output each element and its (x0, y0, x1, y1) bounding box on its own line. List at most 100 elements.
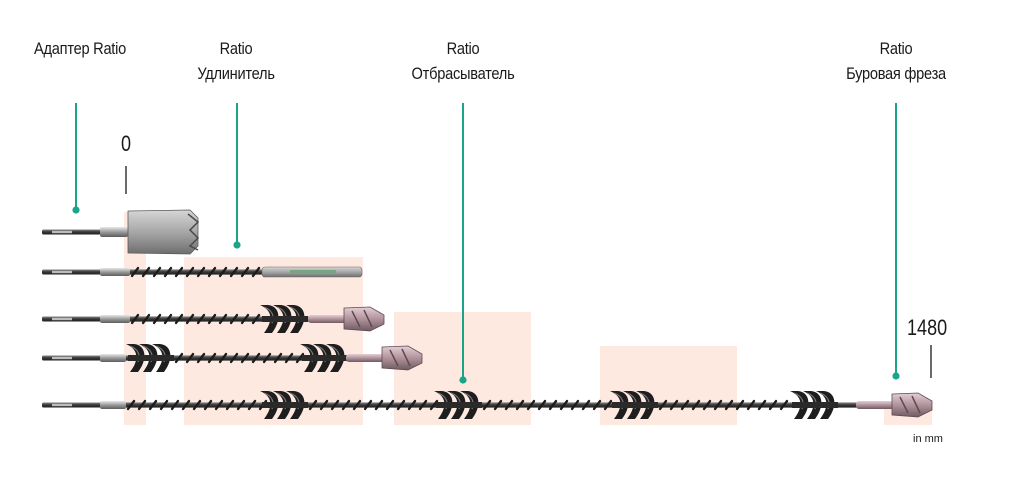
label-drill-line1: Ratio (879, 39, 913, 58)
spiral-flute (229, 266, 239, 278)
label-extension: Ratio Удлинитель (184, 36, 287, 86)
label-drill-bit: Ratio Буровая фреза (836, 36, 956, 86)
label-ejector-line2: Отбрасыватель (411, 64, 515, 83)
spiral-flute (163, 313, 173, 325)
auger-flight (803, 391, 822, 419)
auger-core (792, 402, 838, 408)
auger-core (262, 402, 308, 408)
spiral-flute (130, 266, 140, 278)
spiral-flute (174, 352, 184, 364)
drill-bit-head (381, 345, 423, 371)
label-extension-line2: Удлинитель (197, 64, 275, 83)
drill-bit-head (343, 306, 385, 332)
spiral-flute (680, 399, 690, 411)
spiral-flute (170, 399, 180, 411)
spiral-flute (159, 399, 169, 411)
sds-shank (42, 402, 104, 408)
spiral-flute (240, 266, 250, 278)
spiral-flute (141, 313, 151, 325)
auger-flight (260, 305, 279, 333)
spiral-flute (273, 352, 283, 364)
spiral-flute (207, 266, 217, 278)
spiral-flute (537, 399, 547, 411)
auger-core (612, 402, 658, 408)
spiral-flute (229, 352, 239, 364)
sds-shank (42, 229, 104, 235)
spiral-flute (185, 352, 195, 364)
spiral-flute (174, 266, 184, 278)
drill-bit-head (891, 392, 933, 418)
spiral-flute (251, 313, 261, 325)
scale-start-label: 0 (121, 131, 132, 156)
spiral-flute (592, 399, 602, 411)
spiral-flute (570, 399, 580, 411)
auger-core (436, 402, 482, 408)
spiral-flute (141, 266, 151, 278)
spiral-flute (174, 313, 184, 325)
auger-flight (623, 391, 642, 419)
drill-shaft (126, 355, 350, 361)
spiral-flute (225, 399, 235, 411)
spiral-flute (779, 399, 789, 411)
auger-flight (273, 305, 292, 333)
spiral-flute (137, 399, 147, 411)
spiral-flute (504, 399, 514, 411)
spiral-flute (559, 399, 569, 411)
spiral-flute (207, 352, 217, 364)
leader-dot-ejector (459, 376, 467, 384)
leader-dot-extension (233, 241, 241, 249)
spiral-flute (713, 399, 723, 411)
spiral-flute (407, 399, 417, 411)
shank-groove (52, 317, 72, 321)
extension-label-strip (290, 270, 336, 274)
adapter-body (100, 315, 130, 323)
spiral-flute (735, 399, 745, 411)
spiral-flute (603, 399, 613, 411)
label-extension-line1: Ratio (219, 39, 253, 58)
adapter-body (100, 354, 126, 362)
spiral-flute (126, 399, 136, 411)
shank-groove (52, 270, 72, 274)
auger-flight (313, 344, 332, 372)
spiral-flute (308, 399, 318, 411)
core-bit-teeth (187, 213, 200, 251)
auger-core (262, 316, 308, 322)
spiral-flute (581, 399, 591, 411)
spiral-flute (658, 399, 668, 411)
spiral-flute (196, 352, 206, 364)
auger-flight (152, 344, 171, 372)
spiral-flute (262, 352, 272, 364)
spiral-flute (218, 352, 228, 364)
shank-groove (52, 403, 72, 407)
spiral-flute (251, 352, 261, 364)
spiral-flute (251, 266, 261, 278)
spiral-flute (207, 313, 217, 325)
spiral-flute (374, 399, 384, 411)
shank-groove (52, 356, 72, 360)
spiral-flute (192, 399, 202, 411)
spiral-flute (363, 399, 373, 411)
auger-flight (636, 391, 655, 419)
auger-flight (434, 391, 453, 419)
spiral-flute (768, 399, 778, 411)
spiral-flute (196, 266, 206, 278)
sds-shank (42, 316, 104, 322)
auger-flight (326, 344, 345, 372)
drill-shaft (126, 402, 860, 408)
spiral-flute (229, 313, 239, 325)
auger-flight (273, 391, 292, 419)
auger-flight (126, 344, 145, 372)
spiral-flute (724, 399, 734, 411)
spiral-flute (130, 313, 140, 325)
leader-dot-adapter (72, 206, 80, 214)
auger-flight (610, 391, 629, 419)
label-adapter-text: Адаптер Ratio (34, 39, 126, 58)
spiral-flute (236, 399, 246, 411)
spiral-flute (341, 399, 351, 411)
spiral-flute (185, 313, 195, 325)
drill-bit-cutter (899, 395, 921, 414)
auger-flight (300, 344, 319, 372)
spiral-flute (148, 399, 158, 411)
auger-flight (286, 391, 305, 419)
